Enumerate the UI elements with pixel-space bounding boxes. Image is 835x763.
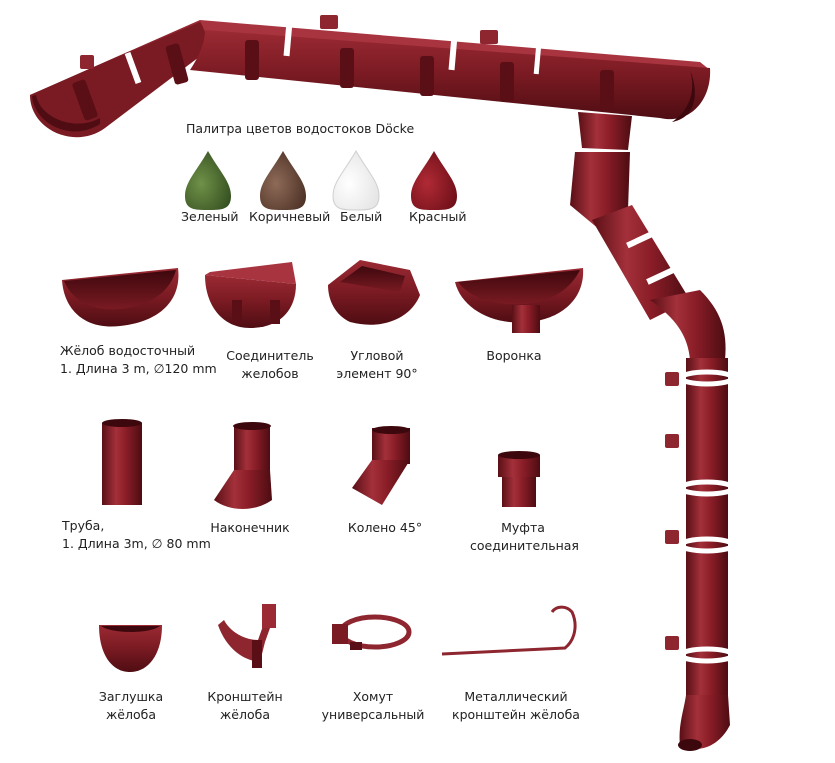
label-gutter: Жёлоб водосточный 1. Длина 3 m, ∅120 mm (60, 342, 217, 378)
label-elbow-line1: Колено 45° (347, 520, 423, 535)
label-bracket-line2: жёлоба (220, 707, 270, 722)
label-gutter-line1: Жёлоб водосточный (60, 343, 196, 358)
corner-element-icon (328, 260, 420, 325)
red-drop-icon (411, 151, 457, 210)
elbow-icon (352, 426, 410, 505)
label-end-cap-line1: Заглушка (98, 689, 164, 704)
label-gutter-connector-line2: желобов (241, 366, 299, 381)
color-label-white: Белый (340, 209, 383, 224)
label-gutter-line2: 1. Длина 3 m, ∅120 mm (60, 361, 217, 376)
label-corner-line2: элемент 90° (336, 366, 418, 381)
label-end-cap-line2: жёлоба (106, 707, 156, 722)
assembled-gutter (30, 15, 736, 751)
funnel-icon (455, 268, 584, 333)
label-outlet-line1: Наконечник (210, 520, 290, 535)
gutter-connector-icon (205, 262, 296, 328)
label-gutter-connector: Соединитель желобов (225, 347, 315, 383)
gutter-part-icon (62, 268, 179, 327)
label-metal-bracket: Металлический кронштейн жёлоба (448, 688, 584, 724)
label-metal-bracket-line1: Металлический (464, 689, 568, 704)
label-end-cap: Заглушка жёлоба (88, 688, 174, 724)
label-bracket: Кронштейн жёлоба (202, 688, 288, 724)
label-clamp-line1: Хомут (352, 689, 394, 704)
label-funnel-line1: Воронка (486, 348, 542, 363)
label-clamp-line2: универсальный (321, 707, 425, 722)
label-pipe: Труба, 1. Длина 3m, ∅ 80 mm (62, 517, 211, 553)
label-funnel: Воронка (476, 347, 552, 365)
label-coupling-line1: Муфта (501, 520, 545, 535)
color-drops (185, 149, 457, 211)
label-coupling: Муфта соединительная (470, 519, 579, 555)
label-corner: Угловой элемент 90° (334, 347, 420, 383)
label-elbow: Колено 45° (342, 519, 428, 537)
label-pipe-line2: 1. Длина 3m, ∅ 80 mm (62, 536, 211, 551)
pipe-icon (102, 419, 142, 505)
outlet-icon (214, 422, 272, 509)
coupling-icon (498, 451, 540, 507)
color-label-green: Зеленый (181, 209, 239, 224)
color-label-brown: Коричневый (249, 209, 331, 224)
label-metal-bracket-line2: кронштейн жёлоба (452, 707, 580, 722)
label-corner-line1: Угловой (350, 348, 404, 363)
label-clamp: Хомут универсальный (320, 688, 426, 724)
clamp-icon (332, 614, 412, 650)
green-drop-icon (185, 151, 231, 210)
brown-drop-icon (260, 151, 306, 210)
label-bracket-line1: Кронштейн (207, 689, 283, 704)
label-outlet: Наконечник (207, 519, 293, 537)
palette-title: Палитра цветов водостоков Döcke (186, 121, 415, 136)
metal-bracket-icon (441, 605, 577, 656)
color-label-red: Красный (409, 209, 467, 224)
label-coupling-line2: соединительная (470, 538, 579, 553)
label-gutter-connector-line1: Соединитель (226, 348, 314, 363)
white-drop-icon (332, 149, 380, 211)
end-cap-icon (99, 625, 162, 672)
label-pipe-line1: Труба, (62, 518, 105, 533)
bracket-icon (218, 604, 276, 668)
